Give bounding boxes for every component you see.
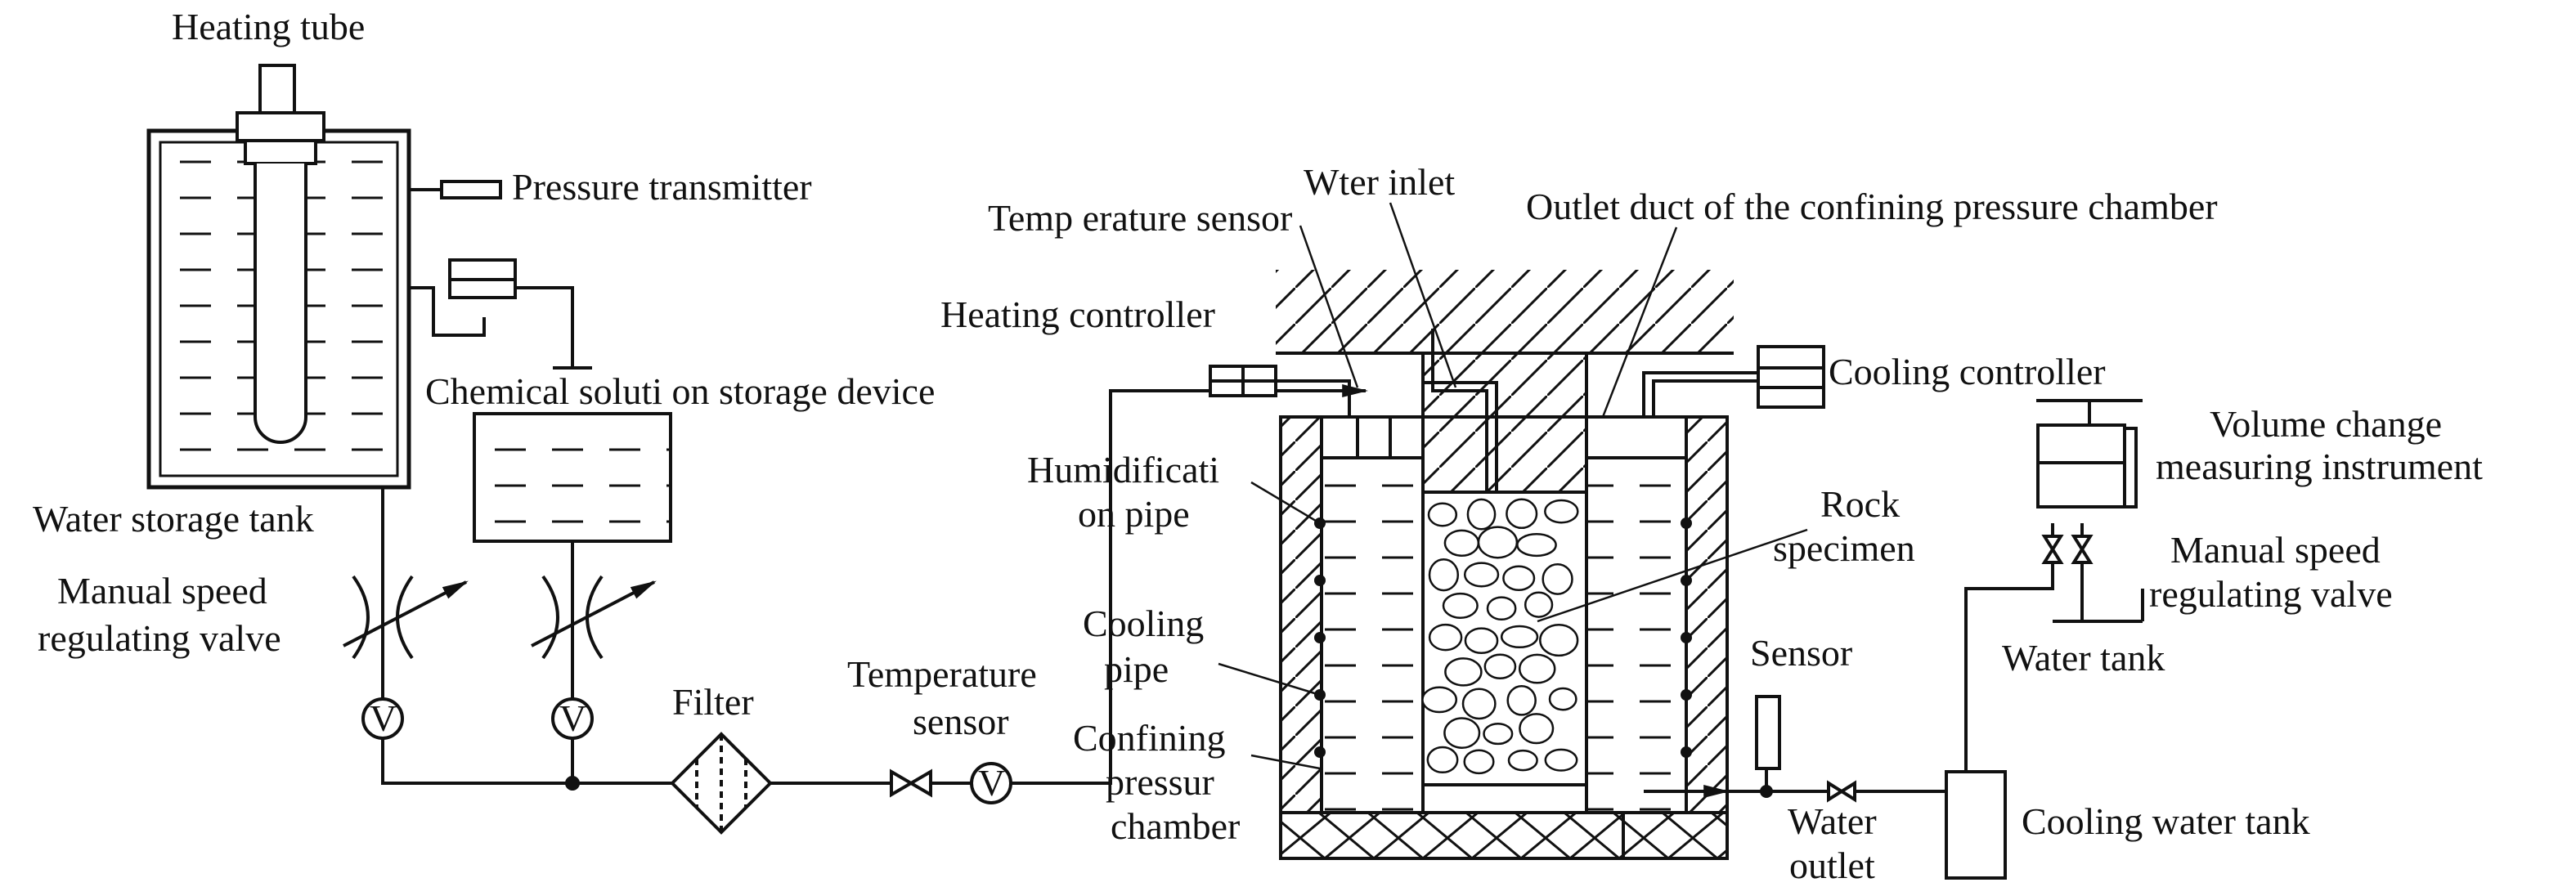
rock-pebble [1421, 686, 1458, 714]
label-cooling-controller: Cooling controller [1829, 351, 2106, 392]
chemical-storage-device [409, 258, 672, 543]
sensor [1755, 695, 1781, 770]
label-manual-valve-right-1: Manual speed [2170, 529, 2381, 571]
rock-pebble [1483, 723, 1514, 746]
label-sensor: Sensor [1750, 632, 1852, 674]
label-heating-controller: Heating controller [940, 293, 1215, 335]
heating-tube [236, 64, 325, 444]
label-water-tank: Water tank [2002, 637, 2165, 679]
label-chemical-storage: Chemical soluti on storage device [425, 370, 935, 412]
label-temp-sensor-top: Temp erature sensor [988, 197, 1292, 239]
label-rock-specimen-1: Rock [1820, 483, 1900, 525]
label-water-storage-tank: Water storage tank [33, 498, 314, 540]
rock-pebble [1524, 591, 1554, 618]
label-humidification-1: Humidificati [1027, 449, 1219, 491]
label-cooling-pipe-1: Cooling [1083, 603, 1204, 644]
label-heating-tube: Heating tube [172, 6, 365, 47]
label-meter-middle: V [559, 697, 586, 739]
label-humidification-2: on pipe [1078, 493, 1190, 535]
label-pressure-transmitter: Pressure transmitter [512, 166, 812, 208]
label-meter-right: V [978, 762, 1005, 804]
rock-pebble [1463, 562, 1500, 588]
label-manual-valve-left-2: regulating valve [38, 617, 281, 659]
rock-pebble [1477, 526, 1519, 559]
label-manual-valve-left-1: Manual speed [57, 570, 267, 612]
rock-pebble [1507, 749, 1538, 772]
rock-pebble [1426, 746, 1459, 774]
label-meter-left: V [370, 697, 397, 739]
label-water-outlet-1: Water [1788, 800, 1877, 842]
label-temperature-sensor-2: sensor [913, 701, 1009, 742]
chamber-base [1279, 811, 1729, 860]
rock-pebble [1427, 502, 1458, 527]
heating-controller [1209, 365, 1369, 417]
rock-pebble [1444, 657, 1483, 687]
rock-pebble [1442, 592, 1479, 619]
rock-pebble [1483, 653, 1517, 679]
rock-pebble [1506, 498, 1538, 530]
rock-pebble [1466, 498, 1497, 531]
rock-pebble [1506, 684, 1537, 716]
rock-pebble [1539, 624, 1579, 657]
gate-valve [890, 768, 932, 798]
label-rock-specimen-2: specimen [1773, 527, 1915, 569]
rock-pebble [1544, 748, 1578, 772]
label-filter: Filter [672, 681, 754, 723]
rock-pebble [1464, 627, 1499, 655]
cooling-water-tank [1945, 770, 2007, 880]
label-water-inlet: Wter inlet [1304, 161, 1455, 203]
label-outlet-duct: Outlet duct of the confining pressure ch… [1526, 186, 2218, 227]
flow-meter-left [361, 697, 404, 740]
filter [670, 732, 773, 835]
rock-pebble [1428, 558, 1460, 592]
rock-pebble [1461, 688, 1497, 720]
water-inlet-pipe [1423, 329, 1498, 492]
rock-pebble [1428, 623, 1463, 652]
confining-pressure-chamber [1279, 415, 1729, 814]
label-cooling-pipe-2: pipe [1104, 648, 1169, 690]
rock-pebble [1500, 625, 1539, 649]
cooling-controller [1642, 345, 1825, 417]
label-confining-1: Confining [1073, 717, 1226, 759]
label-water-outlet-2: outlet [1789, 844, 1875, 886]
pressure-transmitter [409, 180, 502, 199]
label-volume-change-1: Volume change [2210, 403, 2442, 445]
label-confining-2: pressur [1106, 761, 1214, 803]
rock-pebble [1463, 749, 1495, 775]
rock-pebble [1443, 529, 1480, 557]
label-temperature-sensor-1: Temperature [847, 653, 1037, 695]
rock-pebble [1519, 713, 1555, 745]
label-confining-3: chamber [1111, 805, 1240, 847]
rock-pebble [1516, 533, 1557, 558]
flow-meter-right [970, 762, 1012, 804]
rock-pebble [1542, 562, 1573, 595]
rock-pebble [1518, 653, 1556, 684]
leader-lines [1218, 202, 1808, 770]
rock-pebble [1486, 596, 1517, 621]
chamber-top-block [1276, 270, 1734, 494]
rock-pebble [1443, 717, 1481, 749]
volume-change-instrument [2036, 399, 2143, 564]
rock-pebble [1544, 499, 1579, 524]
rock-specimen [1421, 491, 1588, 814]
left-pipework [381, 389, 1210, 791]
rock-pebble [1502, 565, 1536, 591]
manual-valve-left-2 [531, 575, 657, 660]
label-cooling-water-tank: Cooling water tank [2022, 800, 2310, 842]
label-manual-valve-right-2: regulating valve [2149, 573, 2393, 615]
flow-meter-middle [551, 697, 594, 740]
label-volume-change-2: measuring instrument [2156, 446, 2483, 487]
rock-pebble [1548, 687, 1577, 711]
manual-valve-left [343, 575, 469, 660]
